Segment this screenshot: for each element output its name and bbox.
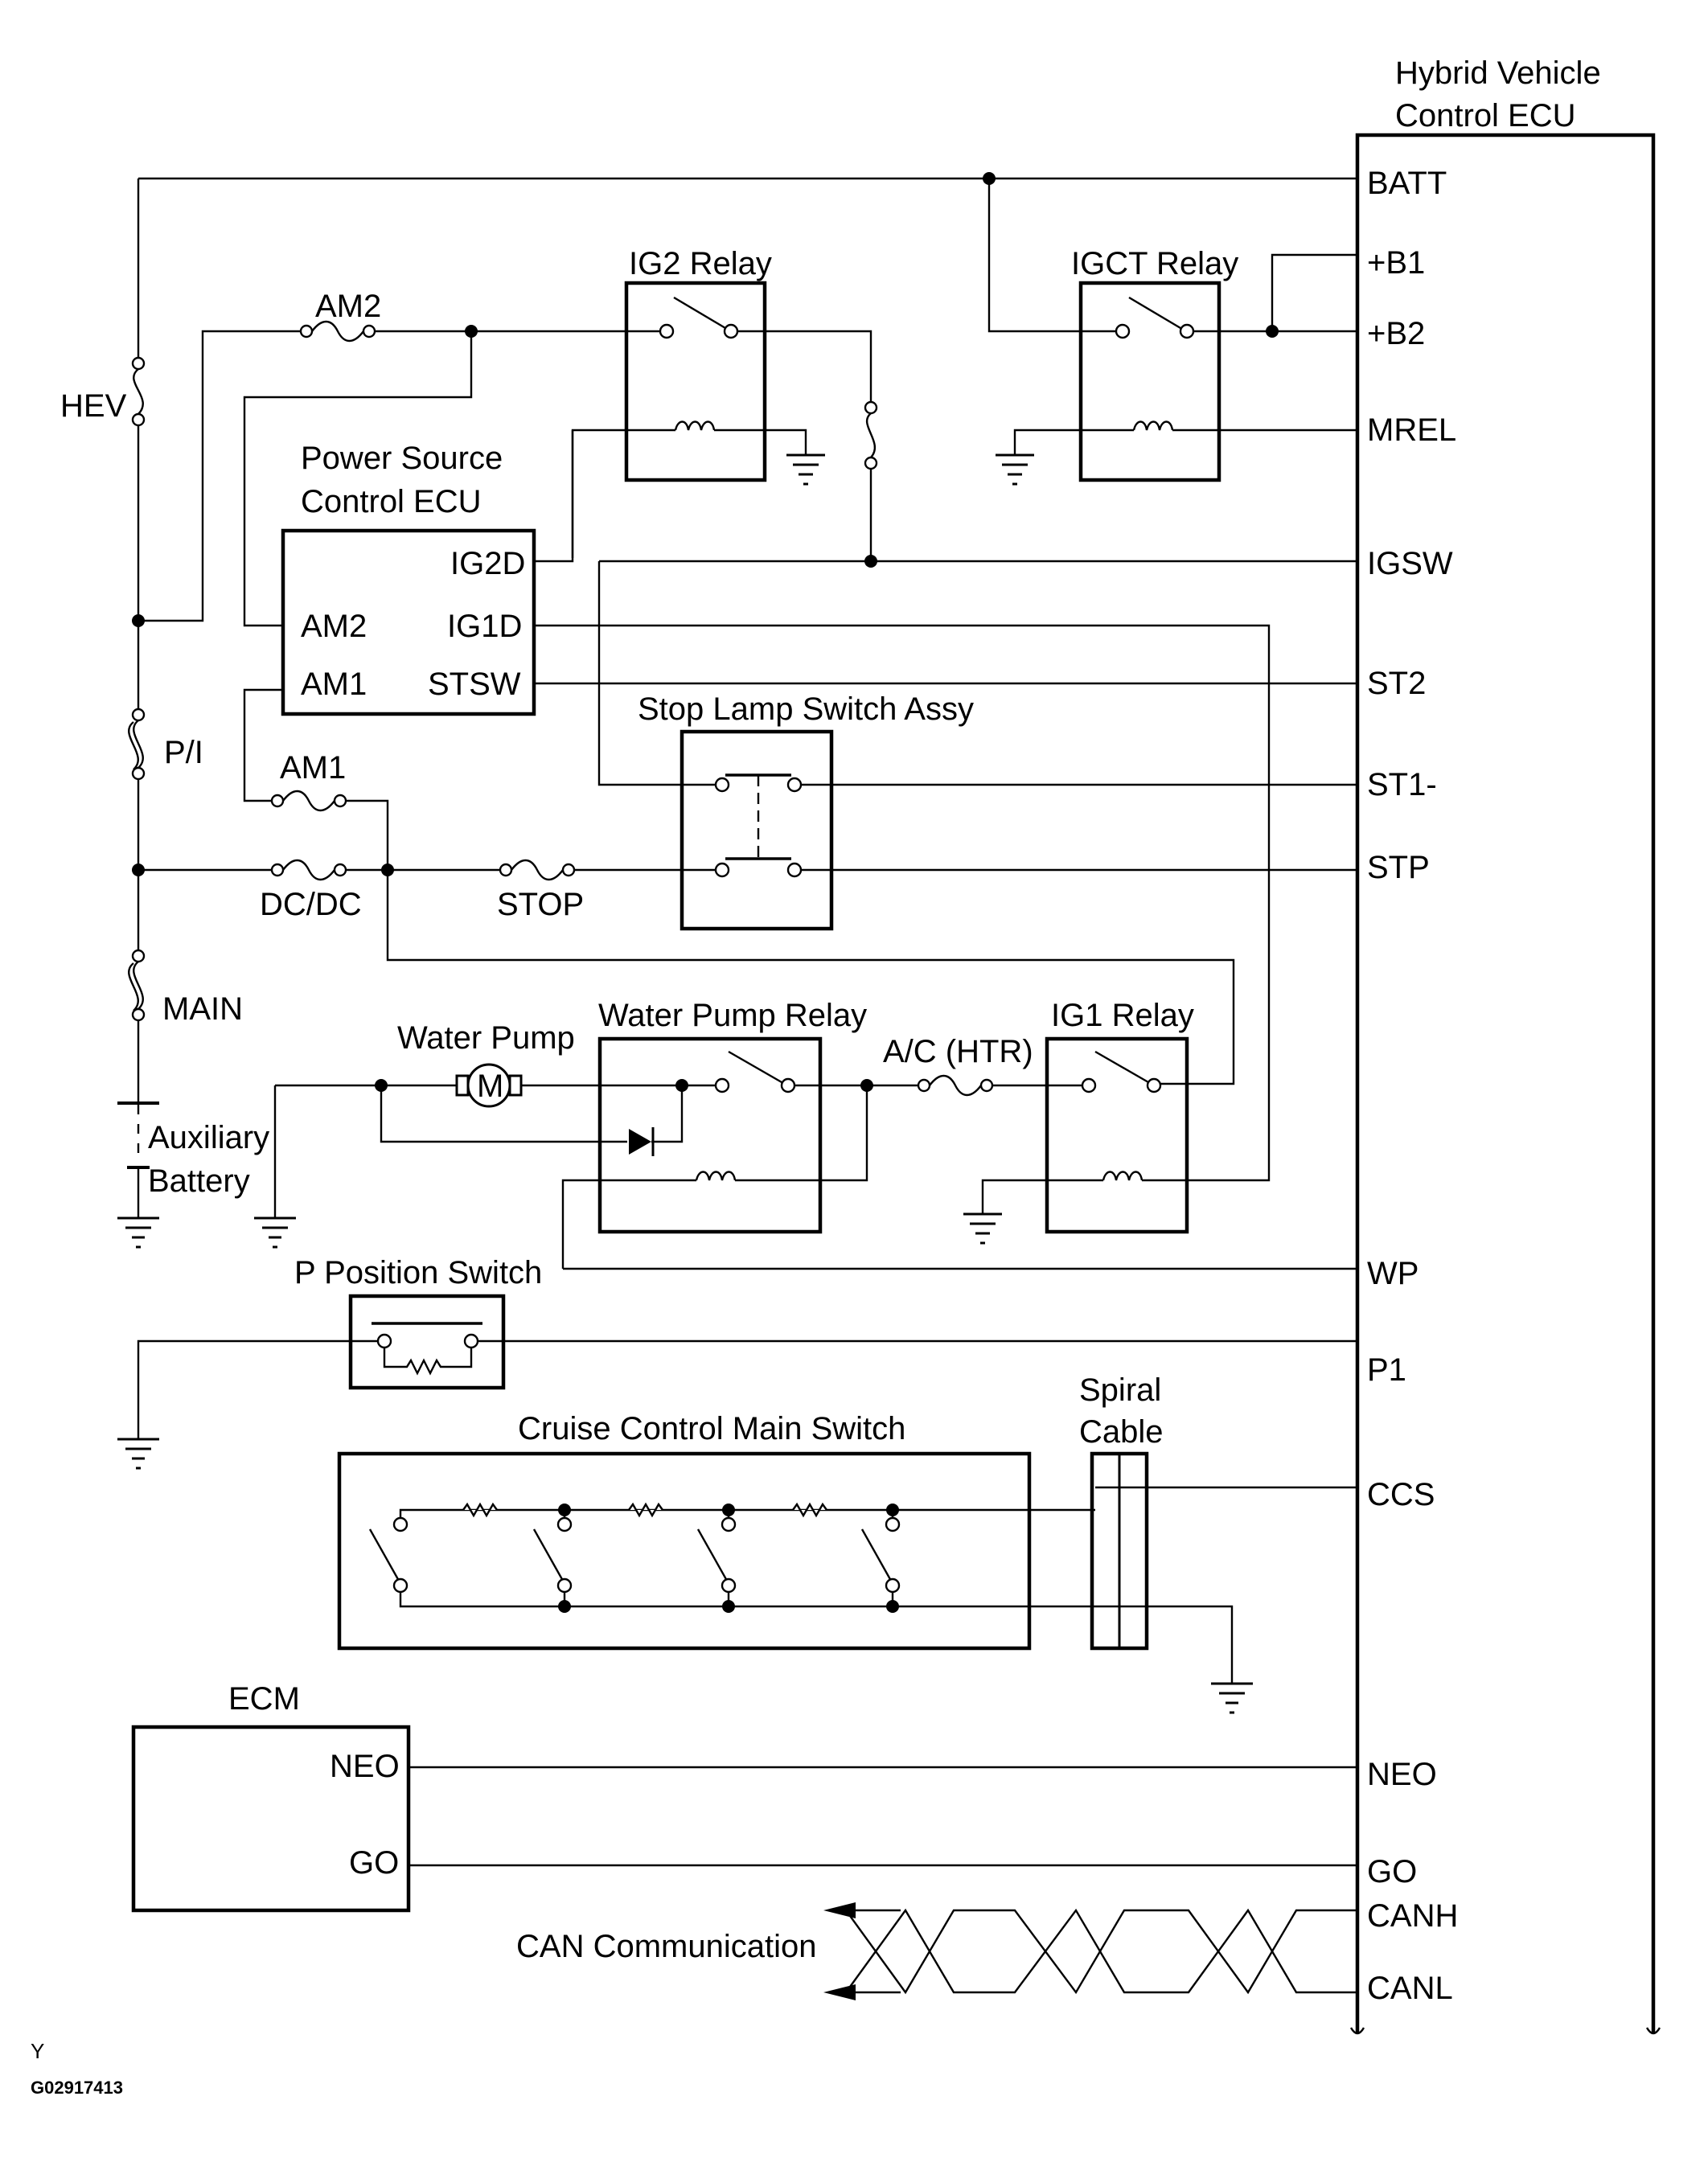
hev-fuse-label: HEV (60, 388, 127, 424)
power-source-ecu-title-line2: Control ECU (301, 484, 482, 519)
ecm-label: ECM (228, 1681, 300, 1717)
power-source-ecu-title-line1: Power Source (301, 441, 503, 476)
ig2-relay: IG2 Relay (571, 246, 872, 558)
ig1-feed-wire (386, 870, 1235, 1085)
aux-battery-label-line2: Battery (148, 1163, 250, 1199)
motor-symbol: M (477, 1069, 503, 1104)
ecm: ECM NEO GO (131, 1681, 1357, 1913)
p-position-switch: P Position Switch (137, 1255, 1357, 1439)
hybrid-vehicle-control-ecu: Hybrid Vehicle Control ECU BATT +B1 +B2 … (1349, 55, 1661, 2035)
pin-am2: AM2 (301, 609, 367, 644)
stop-fuse: STOP (388, 859, 716, 922)
ecu-pin-igsw: IGSW (1367, 546, 1453, 581)
ac-htr-fuse-label: A/C (HTR) (883, 1034, 1033, 1069)
ecu-title-line2: Control ECU (1395, 98, 1576, 133)
igct-relay: IGCT Relay (987, 178, 1357, 482)
ecu-pin-mrel: MREL (1367, 412, 1456, 448)
aux-battery-label-line1: Auxiliary (148, 1120, 269, 1155)
ecu-pin-ccs: CCS (1367, 1477, 1435, 1512)
p-position-switch-label: P Position Switch (294, 1255, 542, 1290)
ground-symbol (1211, 1682, 1253, 1714)
ecu-pin-batt: BATT (1367, 166, 1447, 201)
am2-fuse-label: AM2 (315, 289, 381, 324)
pin-ig2d: IG2D (450, 546, 525, 581)
ecu-title-line1: Hybrid Vehicle (1395, 55, 1601, 91)
diode-icon (629, 1129, 651, 1155)
spiral-cable: Spiral Cable (1079, 1372, 1164, 1651)
cruise-control-main-switch: Cruise Control Main Switch (337, 1411, 1357, 1684)
ground-symbol (254, 1216, 296, 1249)
pin-stsw: STSW (428, 667, 521, 702)
ecu-pin-stp: STP (1367, 850, 1430, 885)
pi-fuse-label: P/I (164, 735, 203, 770)
hev-fuse: HEV (60, 356, 146, 427)
arrow-left-icon (823, 1984, 856, 2000)
am1-fuse-label: AM1 (280, 750, 346, 786)
pin-am1: AM1 (301, 667, 367, 702)
water-pump-relay-label: Water Pump Relay (598, 998, 867, 1033)
water-pump-label: Water Pump (397, 1020, 575, 1056)
ac-htr-fuse: A/C (HTR) (867, 1034, 1082, 1097)
ecu-pin-b1: +B1 (1367, 245, 1425, 281)
ground-symbol (117, 1438, 159, 1470)
footer-code: G02917413 (31, 2078, 123, 2098)
ecu-pin-p1: P1 (1367, 1352, 1406, 1388)
pi-fuse: P/I (128, 708, 203, 781)
can-communication: CAN Communication (516, 1902, 1357, 2000)
igsw-fuse (599, 400, 1357, 568)
auxiliary-battery: Auxiliary Battery (117, 1102, 269, 1218)
footer-mark: Y (31, 2039, 44, 2063)
pin-ig1d: IG1D (447, 609, 522, 644)
ecu-pin-wp: WP (1367, 1256, 1419, 1291)
ecu-pin-st2: ST2 (1367, 666, 1426, 701)
am2-branch: AM2 (138, 289, 663, 627)
cruise-switch-label: Cruise Control Main Switch (518, 1411, 905, 1446)
ecu-pin-b2: +B2 (1367, 316, 1425, 351)
ground-symbol (996, 453, 1034, 486)
ground-symbol (786, 453, 825, 486)
ecu-pin-neo: NEO (1367, 1757, 1437, 1792)
ecu-pin-st1: ST1- (1367, 767, 1437, 802)
stop-lamp-switch-label: Stop Lamp Switch Assy (638, 691, 974, 727)
dcdc-fuse-label: DC/DC (260, 887, 362, 922)
spiral-cable-label-line1: Spiral (1079, 1372, 1161, 1408)
power-source-control-ecu: Power Source Control ECU IG2D AM2 IG1D A… (281, 430, 1357, 1182)
ecu-pin-canh: CANH (1367, 1898, 1458, 1934)
ig2-relay-label: IG2 Relay (629, 246, 772, 281)
ecm-pin-go: GO (349, 1845, 399, 1881)
can-communication-label: CAN Communication (516, 1929, 816, 1964)
am1-branch: AM1 (243, 688, 389, 870)
igct-relay-label: IGCT Relay (1071, 246, 1238, 281)
ground-symbol (117, 1216, 159, 1249)
water-pump: Water Pump M (273, 1020, 716, 1218)
arrow-left-icon (823, 1902, 856, 1918)
ig1-relay-label: IG1 Relay (1051, 998, 1194, 1033)
ig1-relay: IG1 Relay (981, 998, 1194, 1234)
spiral-cable-label-line2: Cable (1079, 1414, 1164, 1450)
ecu-pin-go: GO (1367, 1854, 1417, 1889)
dcdc-fuse: DC/DC (138, 859, 394, 922)
ecu-pin-canl: CANL (1367, 1971, 1453, 2006)
water-pump-relay: Water Pump Relay (561, 998, 1357, 1270)
main-fuse: MAIN (128, 949, 243, 1027)
ground-symbol (963, 1212, 1002, 1245)
stop-fuse-label: STOP (497, 887, 584, 922)
ecm-pin-neo: NEO (330, 1749, 400, 1784)
stop-lamp-switch-assy: Stop Lamp Switch Assy (597, 561, 1357, 931)
main-fuse-label: MAIN (162, 991, 243, 1027)
